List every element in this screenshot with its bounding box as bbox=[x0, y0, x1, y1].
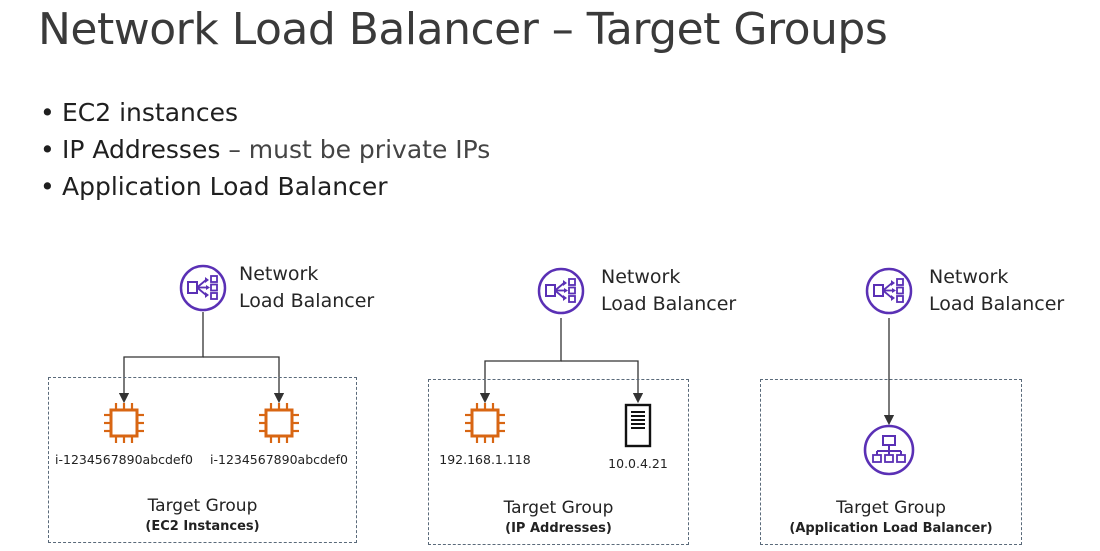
nlb-icon bbox=[179, 264, 227, 312]
bullet-list: •EC2 instances •IP Addresses – must be p… bbox=[40, 94, 490, 205]
target-group-caption: Target Group (Application Load Balancer) bbox=[789, 498, 993, 536]
target-group-ip: Target Group (IP Addresses) bbox=[428, 379, 689, 545]
ec2-target: i-1234567890abcdef0 bbox=[208, 402, 350, 467]
server-icon bbox=[624, 403, 652, 448]
target-group-caption: Target Group (EC2 Instances) bbox=[145, 496, 260, 534]
ec2-chip-icon bbox=[104, 403, 144, 443]
alb-target bbox=[863, 424, 915, 480]
alb-icon bbox=[863, 424, 915, 476]
ip-target: 10.0.4.21 bbox=[598, 403, 678, 471]
target-group-caption: Target Group (IP Addresses) bbox=[503, 498, 614, 536]
bullet-item: •EC2 instances bbox=[40, 98, 239, 127]
nlb-icon bbox=[537, 267, 585, 315]
page-title: Network Load Balancer – Target Groups bbox=[38, 4, 888, 55]
target-group-ec2: Target Group (EC2 Instances) bbox=[48, 377, 357, 543]
ec2-chip-icon bbox=[259, 403, 299, 443]
nlb-icon bbox=[865, 267, 913, 315]
ec2-chip-icon bbox=[465, 403, 505, 443]
ec2-target: i-1234567890abcdef0 bbox=[54, 402, 194, 467]
target-group-alb: Target Group (Application Load Balancer) bbox=[760, 379, 1022, 545]
ip-target: 192.168.1.118 bbox=[435, 402, 535, 467]
bullet-item: •Application Load Balancer bbox=[40, 172, 388, 201]
bullet-item: •IP Addresses – must be private IPs bbox=[40, 135, 491, 164]
